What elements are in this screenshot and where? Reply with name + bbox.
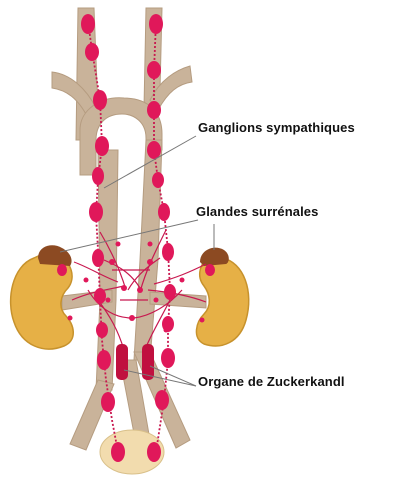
- plexus-node: [83, 277, 89, 283]
- leader-line-ganglia: [103, 135, 197, 189]
- ganglion: [81, 14, 95, 34]
- ganglion: [94, 288, 106, 304]
- ganglion: [164, 284, 176, 300]
- zuckerkandl-body-right: [142, 344, 154, 380]
- plexus-fiber: [147, 289, 207, 303]
- leader-line-adrenal-left: [59, 219, 199, 253]
- label-adrenal-glands: Glandes surrénales: [196, 204, 319, 219]
- right-adrenal-gland: [200, 247, 229, 266]
- sympathetic-ganglia: [57, 14, 215, 462]
- ganglion: [158, 203, 170, 221]
- label-zuckerkandl-organ: Organe de Zuckerkandl: [198, 374, 345, 389]
- plexus-node: [67, 315, 73, 321]
- label-sympathetic-ganglia: Ganglions sympathiques: [198, 120, 355, 135]
- leader-lines: [59, 135, 215, 387]
- ganglion: [92, 167, 104, 185]
- ganglion: [92, 249, 104, 267]
- ganglion: [93, 90, 107, 110]
- plexus-node: [153, 297, 159, 303]
- leader-line-zuckerkandl-left: [123, 369, 197, 387]
- ganglion: [97, 350, 111, 370]
- ganglion: [111, 442, 125, 462]
- plexus-fiber: [153, 263, 207, 285]
- ganglion: [205, 264, 215, 276]
- left-adrenal-gland: [38, 245, 72, 266]
- ganglion: [147, 61, 161, 79]
- ganglion: [149, 14, 163, 34]
- plexus-node: [147, 241, 153, 247]
- zuckerkandl-body-left: [116, 344, 128, 380]
- right-renal-vessel: [149, 291, 207, 309]
- plexus-node: [109, 259, 115, 265]
- zuckerkandl-organ: [116, 344, 154, 380]
- plexus-node: [147, 259, 153, 265]
- plexus-node: [199, 317, 205, 323]
- ganglion: [85, 43, 99, 61]
- ganglion: [152, 172, 164, 188]
- ganglion: [147, 442, 161, 462]
- plexus-fiber: [127, 257, 161, 291]
- plexus-fiber: [87, 289, 133, 319]
- ganglion: [95, 136, 109, 156]
- plexus-node: [105, 297, 111, 303]
- ganglion: [147, 101, 161, 119]
- plexus-node: [179, 277, 185, 283]
- plexus-node: [137, 287, 143, 293]
- ganglion: [155, 390, 169, 410]
- ganglion: [96, 322, 108, 338]
- plexus-node: [129, 315, 135, 321]
- ganglion: [162, 316, 174, 332]
- ganglion: [57, 264, 67, 276]
- leader-line-zuckerkandl-right: [149, 365, 197, 387]
- ganglion: [161, 348, 175, 368]
- ganglion: [101, 392, 115, 412]
- plexus-node: [121, 285, 127, 291]
- great-vessels: [51, 7, 207, 451]
- plexus-node: [115, 241, 121, 247]
- plexus-fiber: [133, 289, 183, 319]
- plexus-fiber: [73, 261, 119, 283]
- ganglion: [89, 202, 103, 222]
- ganglion: [162, 243, 174, 261]
- ganglion: [147, 141, 161, 159]
